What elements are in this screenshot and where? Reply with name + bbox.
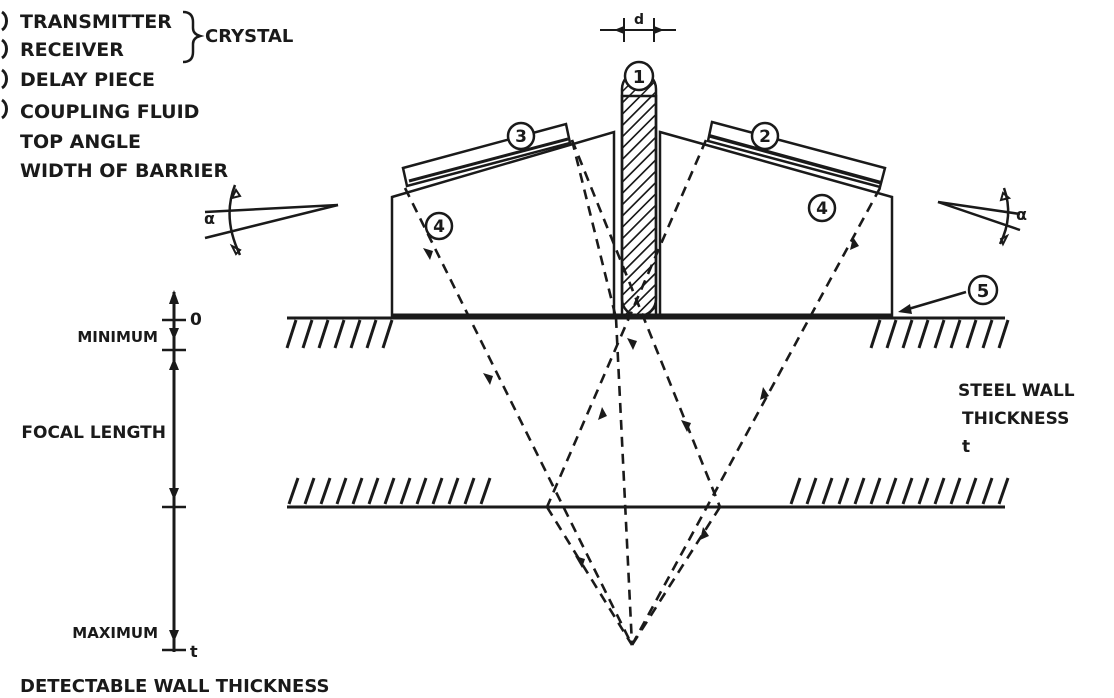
coupling-fluid-pointer: 5 xyxy=(898,274,999,314)
angle-symbol-left: α xyxy=(204,209,215,228)
angle-inset-right: α xyxy=(937,187,1027,247)
crystal-label: CRYSTAL xyxy=(205,26,293,47)
delay-left-marker-label: 4 xyxy=(433,217,445,237)
receiver-crystal xyxy=(706,120,887,189)
thickness-scale: 0 MINIMUM FOCAL LENGTH MAXIMUM t xyxy=(21,290,202,661)
fluid-marker-label: 5 xyxy=(977,281,990,302)
legend-text-delay-piece: DELAY PIECE xyxy=(20,69,155,91)
steel-wall-symbol: t xyxy=(962,437,970,457)
legend-item-coupling-fluid: COUPLING FLUID xyxy=(1,98,199,123)
delay-right-marker xyxy=(807,193,837,223)
legend-item-delay-piece: DELAY PIECE xyxy=(1,68,155,91)
angle-symbol-right: α xyxy=(1016,205,1027,224)
legend-text-width-of-barrier: WIDTH OF BARRIER xyxy=(20,160,229,182)
scale-minimum: MINIMUM xyxy=(77,328,158,346)
receiver-marker xyxy=(750,121,780,151)
steel-bottom-surface xyxy=(287,477,1010,509)
delay-left-marker xyxy=(424,211,454,241)
legend-item-receiver: RECEIVER xyxy=(1,38,124,61)
barrier-width-dimension: d xyxy=(600,12,676,42)
legend-text-coupling-fluid: COUPLING FLUID xyxy=(20,101,199,123)
delay-right-marker-label: 4 xyxy=(816,199,828,219)
legend-text-receiver: RECEIVER xyxy=(20,39,124,61)
probe-body: 1 3 2 4 4 xyxy=(390,60,894,319)
angle-inset-left: α xyxy=(204,184,339,256)
scale-maximum: MAXIMUM xyxy=(72,624,158,642)
legend: TRANSMITTER RECEIVER CRYSTAL DELAY PIECE… xyxy=(1,10,293,182)
steel-wall-line2: THICKNESS xyxy=(962,409,1069,429)
legend-text-transmitter: TRANSMITTER xyxy=(20,11,172,33)
barrier-marker-label: 1 xyxy=(633,67,646,88)
steel-wall-line1: STEEL WALL xyxy=(958,381,1075,401)
dimension-d-label: d xyxy=(634,12,644,28)
barrier-marker xyxy=(623,60,655,92)
scale-zero: 0 xyxy=(190,310,202,330)
steel-top-surface xyxy=(285,316,1010,349)
scale-t: t xyxy=(190,642,198,661)
receiver-marker-label: 2 xyxy=(759,127,771,147)
bottom-caption: DETECTABLE WALL THICKNESS xyxy=(20,676,329,697)
legend-item-transmitter: TRANSMITTER xyxy=(1,10,172,33)
steel-wall-label: STEEL WALL THICKNESS t xyxy=(958,381,1075,457)
legend-text-top-angle: TOP ANGLE xyxy=(20,131,141,153)
transmitter-marker-label: 3 xyxy=(515,127,527,147)
scale-focal-length: FOCAL LENGTH xyxy=(21,423,166,443)
beam-paths xyxy=(403,139,882,646)
transmitter-marker xyxy=(506,121,536,151)
crystal-brace xyxy=(182,10,205,64)
